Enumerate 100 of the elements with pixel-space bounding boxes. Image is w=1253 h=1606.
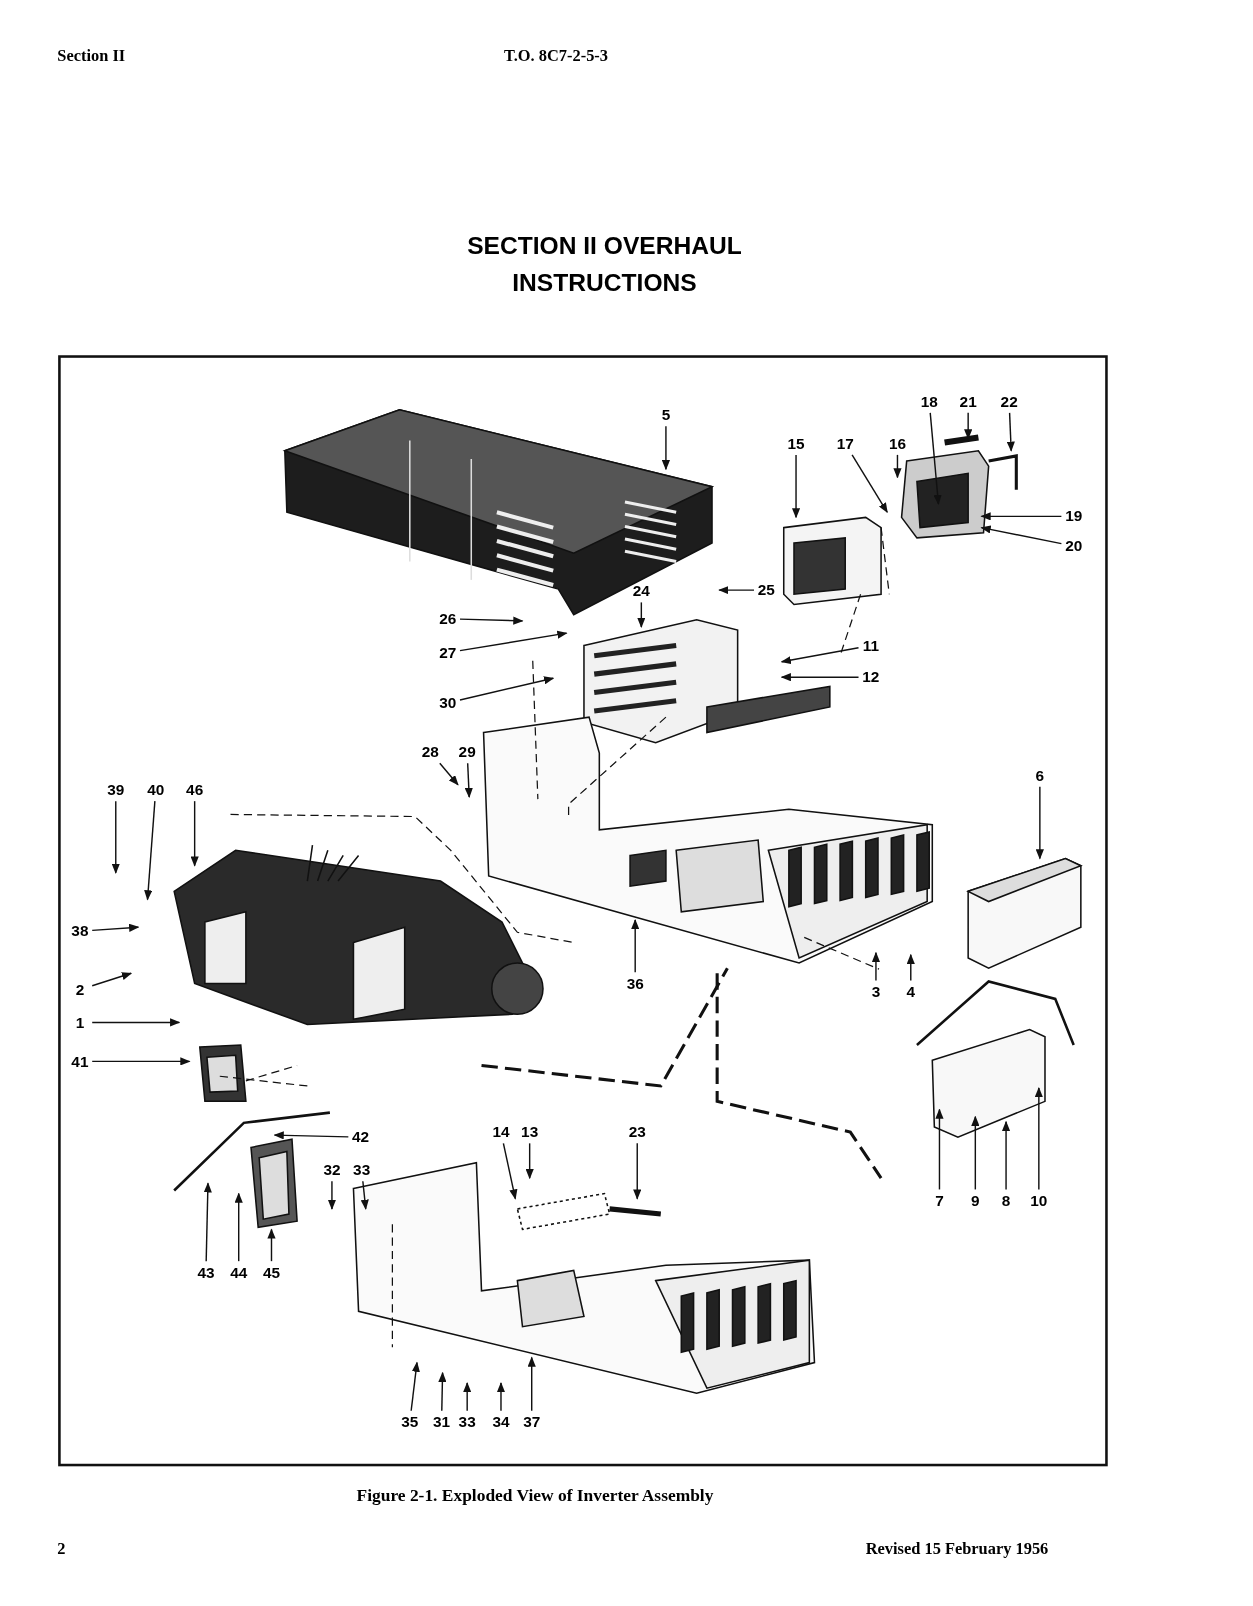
callout-number: 39 — [106, 781, 126, 799]
leader-line — [929, 412, 942, 506]
callout-number: 45 — [261, 1264, 282, 1281]
leader-line — [906, 953, 915, 982]
leader-line — [525, 1142, 534, 1180]
callout-number: 33 — [457, 1413, 477, 1431]
leader-line — [91, 923, 140, 932]
leader-line — [1006, 412, 1015, 452]
leader-line — [459, 630, 568, 652]
callout-number: 9 — [970, 1192, 981, 1209]
callout-number: 43 — [196, 1264, 216, 1281]
callout-number: 11 — [861, 637, 880, 654]
leader-line — [502, 1142, 518, 1200]
leader-line — [980, 512, 1063, 521]
callout-number: 32 — [322, 1161, 342, 1179]
callout-number: 35 — [400, 1413, 420, 1431]
callout-number: 38 — [70, 923, 90, 940]
leader-line — [463, 1382, 472, 1412]
callout-number: 36 — [625, 975, 645, 992]
callout-number: 42 — [351, 1129, 371, 1146]
callout-number: 44 — [229, 1264, 249, 1281]
callout-number: 41 — [70, 1053, 90, 1070]
callout-number: 6 — [1034, 767, 1046, 784]
callout-number: 31 — [432, 1413, 452, 1431]
callout-number: 26 — [438, 610, 458, 627]
leader-line — [871, 951, 881, 982]
leader-line — [438, 1371, 447, 1412]
leader-line — [439, 762, 459, 786]
callout-number: 7 — [934, 1192, 945, 1209]
section-header: Section II — [57, 47, 126, 66]
callout-number: 1 — [74, 1014, 86, 1031]
leader-line — [964, 412, 973, 440]
leader-line — [91, 1057, 191, 1066]
callout-number: 29 — [457, 743, 477, 761]
callout-number: 2 — [74, 981, 86, 998]
leader-line — [980, 525, 1063, 545]
callout-number: 34 — [491, 1413, 511, 1431]
leader-line — [718, 586, 755, 595]
leader-line — [893, 454, 902, 479]
callout-number: 24 — [631, 582, 651, 600]
callout-number: 33 — [352, 1161, 372, 1179]
callout-number: 4 — [905, 983, 917, 1000]
leader-line — [190, 800, 199, 867]
leader-line — [111, 800, 120, 874]
callout-number: 5 — [660, 406, 672, 424]
callout-number: 21 — [958, 393, 978, 410]
callout-number: 19 — [1064, 508, 1084, 525]
leader-line — [851, 454, 888, 514]
callout-number: 8 — [1000, 1192, 1012, 1209]
callout-number: 25 — [756, 581, 776, 599]
document-number: T.O. 8C7-2-5-3 — [504, 47, 608, 66]
leader-line — [496, 1382, 506, 1412]
callout-number: 13 — [520, 1123, 540, 1141]
leader-line — [1034, 1087, 1043, 1191]
leader-line — [91, 1018, 181, 1027]
leader-line — [1001, 1120, 1011, 1191]
callout-number: 27 — [438, 644, 458, 661]
leader-line — [780, 647, 860, 665]
figure-caption: Figure 2-1. Exploded View of Inverter Assembly — [356, 1485, 714, 1506]
callout-number: 28 — [420, 743, 440, 761]
leader-line — [791, 454, 801, 519]
leader-line — [234, 1192, 243, 1262]
callout-number: 12 — [861, 669, 881, 686]
leader-line — [637, 601, 646, 628]
callout-number: 10 — [1029, 1192, 1049, 1209]
callout-number: 3 — [870, 983, 882, 1000]
leader-line — [144, 800, 156, 901]
callout-number: 37 — [522, 1413, 542, 1431]
callout-number: 16 — [887, 435, 908, 452]
revision-date: Revised 15 February 1956 — [865, 1539, 1049, 1559]
leader-line — [327, 1180, 337, 1210]
callout-number: 30 — [438, 694, 458, 711]
section-title: SECTION II OVERHAUL INSTRUCTIONS — [466, 230, 743, 299]
leader-line — [464, 762, 473, 799]
leader-line — [1035, 786, 1044, 860]
leader-line — [971, 1115, 980, 1191]
leader-line — [661, 425, 670, 471]
leader-line — [360, 1180, 369, 1210]
callout-number: 18 — [919, 393, 939, 410]
leader-line — [273, 1131, 350, 1140]
leader-line — [780, 673, 860, 682]
callout-number: 46 — [185, 781, 205, 799]
leader-line — [527, 1356, 536, 1412]
leader-line — [410, 1361, 420, 1412]
leader-line — [459, 616, 524, 625]
leader-line — [935, 1108, 944, 1191]
callout-number: 17 — [835, 435, 855, 452]
leader-line — [267, 1228, 276, 1262]
callout-number: 15 — [786, 435, 806, 452]
leader-line — [631, 919, 640, 973]
leader-line — [203, 1182, 212, 1262]
callout-number: 22 — [999, 393, 1019, 410]
leader-line — [633, 1142, 642, 1200]
page-number: 2 — [57, 1539, 66, 1559]
leader-line — [91, 972, 133, 987]
callout-number: 20 — [1064, 537, 1084, 555]
callout-number: 23 — [627, 1123, 647, 1141]
callout-number: 40 — [146, 781, 166, 799]
callout-number: 14 — [491, 1123, 511, 1141]
leader-line — [459, 676, 555, 701]
